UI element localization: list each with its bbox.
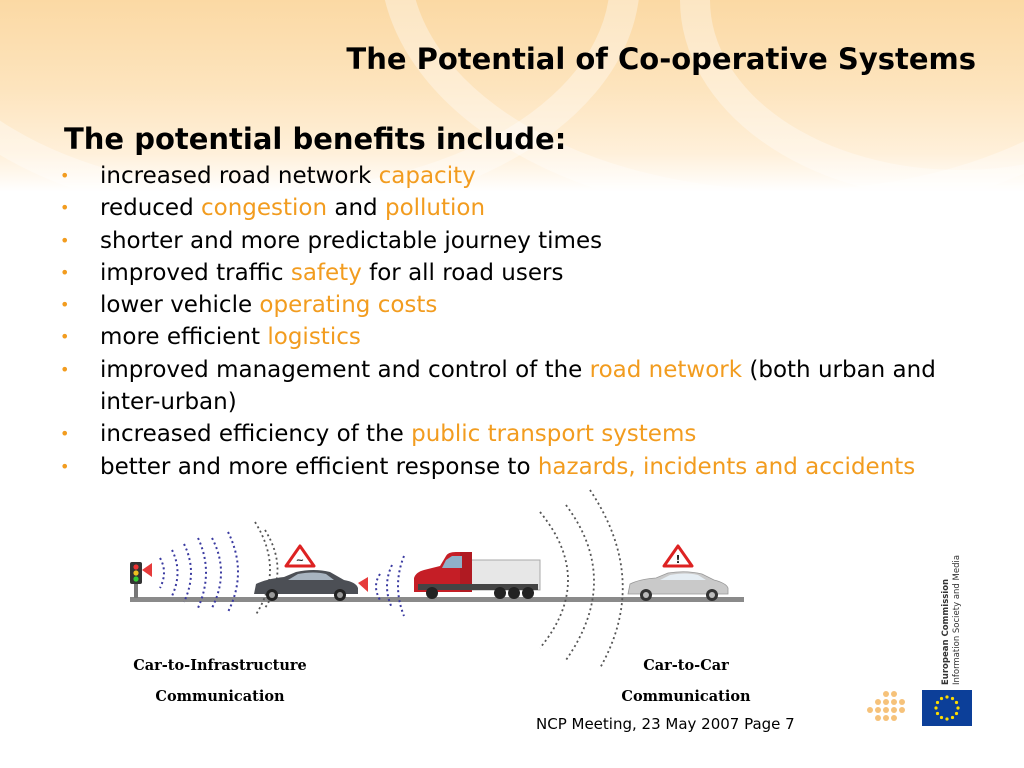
benefit-text: improved management and control of the bbox=[100, 356, 590, 383]
dark-car-icon bbox=[254, 570, 368, 601]
svg-text:!: ! bbox=[675, 553, 680, 566]
benefit-text: and bbox=[327, 195, 385, 222]
caption-left-line2: Communication bbox=[155, 688, 285, 705]
caption-left-line1: Car-to-Infrastructure bbox=[133, 657, 307, 674]
eu-star-icon bbox=[934, 706, 938, 710]
eu-star-icon bbox=[939, 715, 944, 720]
benefit-item: • more efficient logistics bbox=[56, 321, 986, 353]
footer-text: NCP Meeting, 23 May 2007 Page 7 bbox=[536, 715, 795, 733]
bullet-icon: • bbox=[60, 456, 70, 476]
highlighted-term: hazards, incidents and accidents bbox=[537, 453, 916, 480]
signal-wave-icon bbox=[159, 531, 239, 613]
highlighted-term: capacity bbox=[378, 163, 476, 189]
header-band bbox=[0, 0, 1024, 192]
eu-star-icon bbox=[939, 696, 944, 701]
highlighted-term: operating costs bbox=[259, 292, 438, 319]
eu-star-icon bbox=[935, 711, 940, 716]
benefit-text: for all road users bbox=[361, 259, 564, 286]
benefit-text: (both urban and inter-urban) bbox=[100, 356, 936, 416]
benefits-heading: The potential benefits include: bbox=[64, 122, 567, 156]
benefit-text: lower vehicle bbox=[100, 292, 260, 319]
benefit-item: • reduced congestion and pollution bbox=[56, 192, 986, 224]
truck-icon bbox=[414, 552, 541, 599]
highlighted-term: logistics bbox=[267, 324, 361, 351]
bullet-icon: • bbox=[60, 166, 70, 185]
benefit-text: increased road network bbox=[100, 163, 379, 189]
benefit-text: more efficient bbox=[100, 324, 268, 351]
highlighted-term: congestion bbox=[200, 195, 328, 222]
benefits-list: • increased road network capacity • reduced… bbox=[56, 160, 986, 483]
benefit-item: • improved traffic safety for all road us… bbox=[56, 257, 986, 289]
eu-star-icon bbox=[935, 700, 940, 705]
bullet-icon: • bbox=[60, 198, 70, 218]
bullet-icon: • bbox=[60, 295, 70, 315]
bullet-icon: • bbox=[60, 230, 70, 250]
benefit-text: increased efficiency of the bbox=[100, 421, 412, 448]
warning-sign-icon: ! bbox=[662, 544, 694, 568]
bullet-icon: • bbox=[60, 424, 70, 444]
highlighted-term: safety bbox=[290, 259, 362, 286]
svg-text:~: ~ bbox=[296, 555, 304, 566]
benefit-item: • lower vehicle operating costs bbox=[56, 289, 986, 321]
road-line bbox=[130, 597, 744, 602]
slide-title: The Potential of Co-operative Systems bbox=[346, 42, 976, 76]
eu-star-icon bbox=[945, 695, 949, 699]
silver-car-icon bbox=[627, 571, 729, 601]
highlighted-term: public transport systems bbox=[411, 421, 697, 448]
caption-right-line1: Car-to-Car bbox=[643, 657, 729, 674]
benefit-text: shorter and more predictable journey tim… bbox=[100, 227, 603, 254]
benefit-text: reduced bbox=[100, 195, 201, 222]
highlighted-term: road network bbox=[589, 356, 743, 383]
eu-star-icon bbox=[954, 700, 959, 705]
bullet-icon: • bbox=[60, 262, 70, 282]
benefit-text: better and more efficient response to bbox=[100, 453, 538, 480]
benefit-item: • better and more efficient response to h… bbox=[56, 451, 986, 483]
ec-logo-line2: Information Society and Media bbox=[952, 555, 962, 685]
eu-flag-icon bbox=[922, 690, 972, 726]
ec-logo-line1: European Commission bbox=[941, 579, 951, 685]
eu-star-icon bbox=[956, 706, 960, 710]
eu-star-icon bbox=[945, 717, 949, 721]
dotted-cross-icon bbox=[867, 691, 905, 721]
eu-star-icon bbox=[950, 715, 955, 720]
benefit-text: improved traffic bbox=[100, 259, 291, 286]
benefit-item: • increased efficiency of the public tran… bbox=[56, 418, 986, 450]
highlighted-term: pollution bbox=[384, 195, 486, 222]
bullet-icon: • bbox=[60, 359, 70, 379]
ec-logo-text: European Commission Information Society … bbox=[941, 555, 962, 685]
benefit-item: • shorter and more predictable journey ti… bbox=[56, 225, 986, 257]
caption-right-line2: Communication bbox=[621, 688, 751, 705]
traffic-light-icon bbox=[130, 562, 152, 598]
warning-sign-icon: ~ bbox=[284, 544, 316, 568]
bullet-icon: • bbox=[60, 327, 70, 347]
eu-star-icon bbox=[954, 711, 959, 716]
benefit-item: •improved management and control of the … bbox=[56, 354, 986, 419]
benefit-item: • increased road network capacity bbox=[56, 160, 986, 192]
eu-star-icon bbox=[950, 696, 955, 701]
